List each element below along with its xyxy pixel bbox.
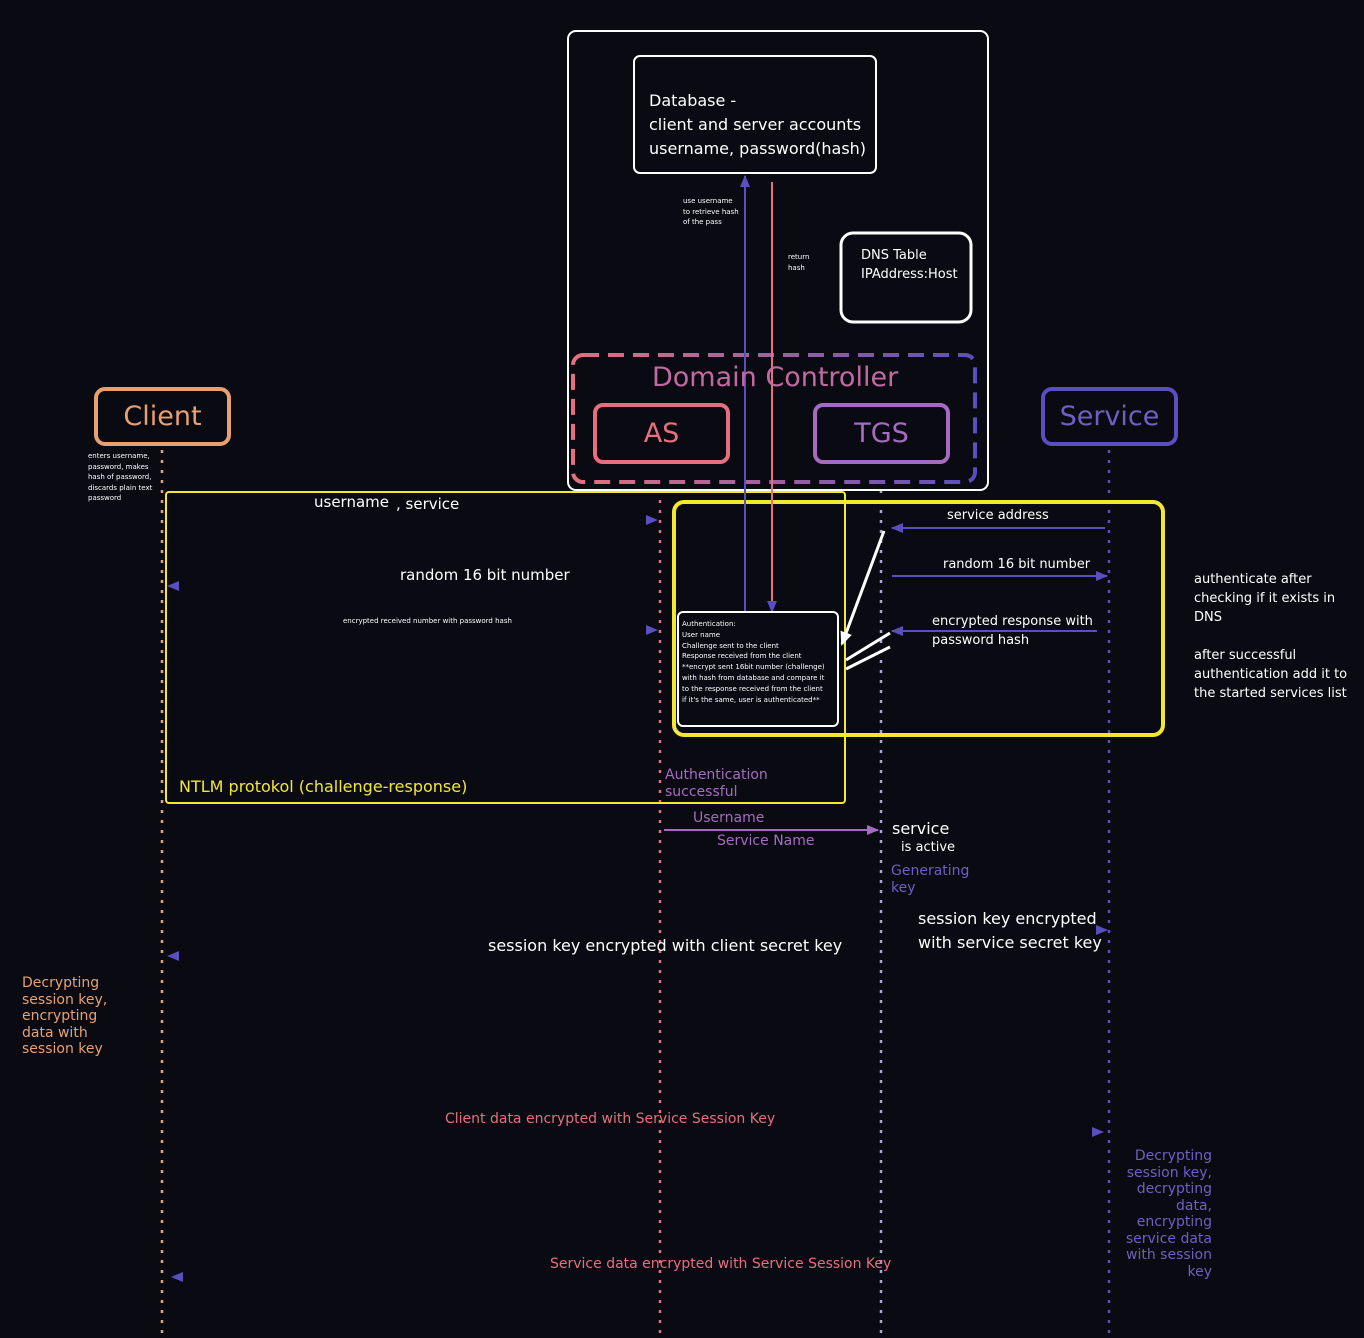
authentication-text: Authentication: User name Challenge sent…: [682, 620, 825, 704]
service-active-label-1: service: [892, 819, 950, 838]
authentication-box: [677, 611, 839, 727]
database-box: [633, 55, 877, 174]
client-box: [94, 387, 231, 446]
msg-random-label: random 16 bit number: [400, 566, 570, 584]
pointer-arrow-2: [845, 631, 891, 662]
pointer-arrow-1: [840, 530, 886, 646]
tgs-username-label: Username: [693, 810, 765, 826]
service-auth-frame: [672, 500, 1165, 737]
return-hash-note: return hash: [788, 253, 810, 272]
tgs-service-name-label: Service Name: [717, 833, 815, 849]
domain-container: [567, 30, 989, 491]
service-address-label: service address: [947, 508, 1049, 523]
as-label: AS: [643, 418, 680, 449]
tgs-label: TGS: [854, 418, 909, 449]
msg-encrypted-label: encrypted received number with password …: [343, 617, 512, 625]
domain-controller-box: [571, 353, 977, 484]
database-label: Database - client and server accounts us…: [649, 91, 867, 158]
use-username-note: use username to retrieve hash of the pas…: [683, 197, 739, 226]
service-encrypted-label: encrypted response with password hash: [932, 614, 1093, 648]
service-box: [1041, 387, 1178, 446]
session-key-service-label: session key encrypted with service secre…: [918, 909, 1102, 952]
service-random-label: random 16 bit number: [943, 557, 1091, 572]
dns-table-box: [839, 231, 973, 324]
client-label: Client: [123, 401, 202, 432]
as-box: [593, 403, 730, 464]
dns-table-label: DNS Table IPAddress:Host: [861, 248, 958, 282]
session-key-client-label: session key encrypted with client secret…: [488, 936, 843, 955]
auth-successful-label: Authentication successful: [665, 767, 768, 800]
msg-service-label: , service: [396, 495, 460, 513]
client-data-label: Client data encrypted with Service Sessi…: [445, 1111, 776, 1127]
service-data-label: Service data encrypted with Service Sess…: [550, 1256, 892, 1272]
msg-username-label: username: [314, 493, 389, 511]
service-decrypt-note: Decrypting session key, decrypting data,…: [1125, 1148, 1212, 1280]
generating-key-label: Generating key: [891, 863, 970, 896]
ntlm-label: NTLM protokol (challenge-response): [179, 777, 468, 796]
domain-controller-label: Domain Controller: [652, 362, 899, 393]
client-note: enters username, password, makes hash of…: [88, 452, 153, 502]
ntlm-frame: [165, 491, 846, 804]
service-label: Service: [1059, 401, 1160, 432]
client-decrypt-note: Decrypting session key, encrypting data …: [22, 975, 108, 1057]
pointer-arrow-3: [845, 645, 891, 671]
tgs-box: [813, 403, 950, 464]
service-auth-note: authenticate after checking if it exists…: [1194, 572, 1348, 701]
service-active-label-2: is active: [901, 840, 956, 855]
